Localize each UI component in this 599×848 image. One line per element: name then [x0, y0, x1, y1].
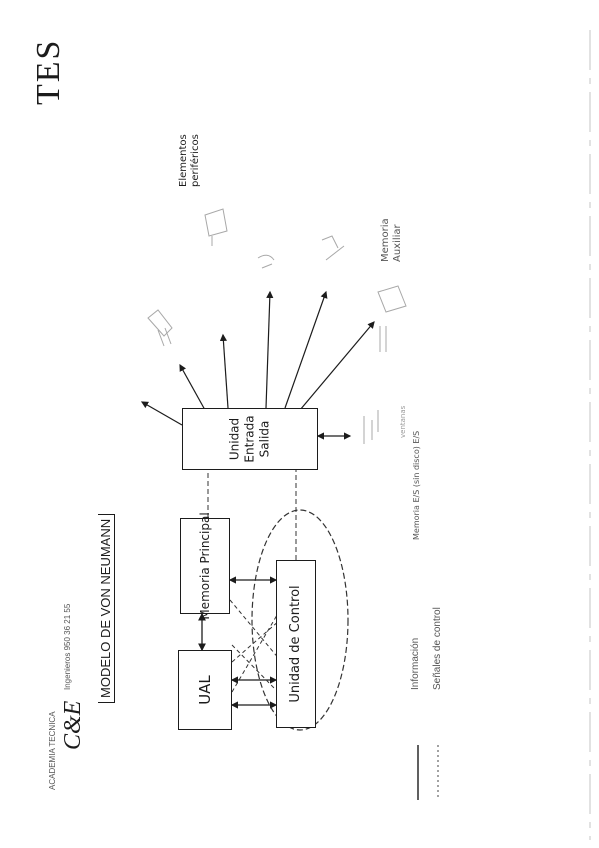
ctrl-signal-4 [231, 644, 277, 691]
ual-box: UAL [178, 650, 232, 730]
main-memory-box: Memoria Principal [180, 512, 230, 620]
sketch-aux-drive [377, 285, 407, 352]
io-arrow-3 [219, 333, 229, 409]
sketch-keyboard [157, 327, 172, 347]
sketch-io-device [363, 410, 379, 444]
peripherals-label: Elementos periféricos [178, 134, 201, 187]
company-logo-sub: Ingenieros 950 36 21 55 [63, 603, 72, 690]
sketch-monitor [204, 208, 228, 246]
sketch-tape [321, 235, 345, 261]
company-logo: C&E [60, 700, 86, 750]
control-unit-box: Unidad de Control [276, 560, 316, 728]
io-arrow-5 [284, 290, 328, 409]
io-arrow-4 [265, 290, 274, 409]
sketch-printer [147, 309, 173, 337]
aux-memory-label: Memoria Auxiliar [380, 218, 403, 262]
sketch-disk [257, 254, 275, 269]
academy-label: ACADEMIA TECNICA [48, 711, 57, 790]
ual-label: UAL [196, 675, 214, 705]
page-title: MODELO DE VON NEUMANN [98, 513, 115, 703]
peripheral-sketches [147, 208, 407, 444]
control-unit-ellipse [251, 509, 349, 731]
corner-logo: TES [30, 38, 67, 105]
io-small-label: ventanas [399, 405, 407, 438]
io-arrow-1 [140, 401, 183, 426]
legend-control-label: Señales de control [432, 607, 443, 690]
io-arrow-6 [299, 321, 375, 411]
io-unit-box: Unidad Entrada Salida [182, 408, 318, 470]
ctrl-signal-1 [231, 609, 281, 693]
legend-info-label: Información [410, 637, 421, 690]
io-side-label: Memoria E/S (sin disco) E/S [412, 430, 421, 540]
ctrl-signal-2 [231, 619, 281, 663]
io-arrow-2 [179, 363, 206, 411]
ctrl-signal-3 [229, 599, 281, 661]
io-unit-label: Unidad Entrada Salida [227, 415, 272, 463]
main-memory-label: Memoria Principal [198, 512, 212, 620]
control-unit-label: Unidad de Control [288, 585, 303, 703]
